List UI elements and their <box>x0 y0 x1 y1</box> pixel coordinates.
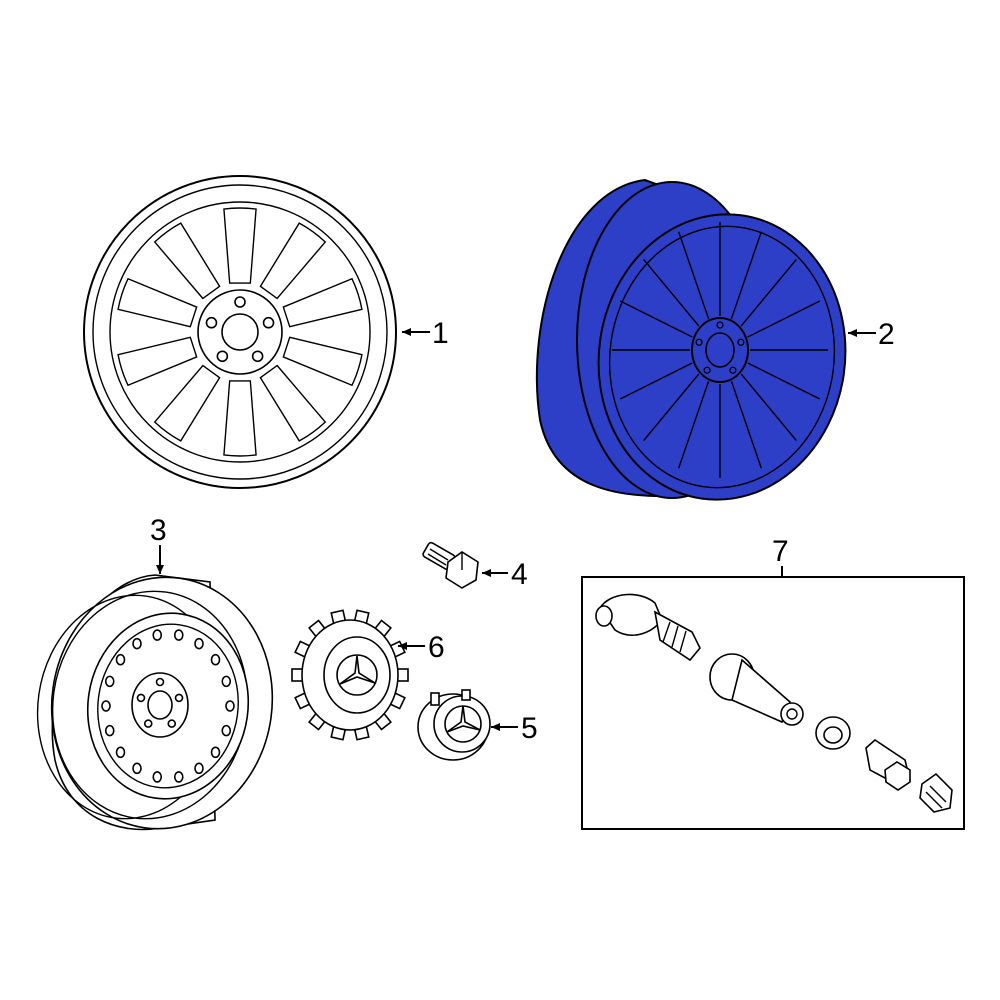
spoke-line <box>678 381 710 469</box>
callout-5-label: 5 <box>521 712 538 745</box>
vent-hole <box>194 762 204 775</box>
spoke-line <box>643 259 700 327</box>
vent-hole <box>194 637 204 650</box>
vent-hole <box>115 746 126 759</box>
lug-hole <box>737 338 745 346</box>
spoke-line <box>740 373 797 441</box>
wheel-alloy-highlighted[interactable] <box>536 178 864 516</box>
lug-hole <box>251 350 264 363</box>
spoke-line <box>747 300 821 338</box>
callout-4-label: 4 <box>511 558 528 591</box>
tpms-sensor-kit[interactable] <box>581 566 965 830</box>
wheel-lug-bolt[interactable] <box>422 541 479 589</box>
callout-6-label: 6 <box>428 631 445 664</box>
lug-hole <box>167 719 177 728</box>
vent-hole <box>225 700 235 712</box>
lug-hole <box>205 316 218 329</box>
spoke-window <box>117 336 198 387</box>
lug-hole <box>155 677 165 687</box>
spoke-window <box>153 364 221 442</box>
lug-hole <box>174 693 184 703</box>
spoke-window <box>259 364 327 442</box>
spoke-window <box>117 277 198 328</box>
lug-hole <box>234 296 246 308</box>
vent-hole <box>101 700 111 712</box>
vent-hole <box>152 629 163 641</box>
spoke-window <box>223 207 257 284</box>
vent-hole <box>210 746 221 759</box>
vent-hole <box>104 724 115 737</box>
vent-hole <box>152 771 163 783</box>
spare-wheel-with-tire[interactable] <box>23 563 288 843</box>
vent-hole <box>115 653 126 666</box>
lug-hole <box>703 366 711 374</box>
spoke-line <box>730 231 762 319</box>
spoke-line <box>619 362 693 400</box>
spoke-window <box>282 277 363 328</box>
lug-hole <box>136 693 146 703</box>
vent-hole <box>132 637 142 650</box>
lug-hole <box>143 719 153 728</box>
callout-7-label: 7 <box>772 535 789 568</box>
vent-hole <box>132 762 142 775</box>
lug-hole <box>262 316 275 329</box>
vent-hole <box>221 724 232 737</box>
vent-hole <box>221 675 232 688</box>
spoke-window <box>223 380 257 457</box>
callout-1-label: 1 <box>432 317 449 350</box>
vent-hole <box>104 675 115 688</box>
lug-hole <box>716 321 724 329</box>
callout-2-label: 2 <box>878 318 895 351</box>
lug-hole <box>216 350 229 363</box>
spoke-window <box>153 222 221 300</box>
lug-hole <box>729 366 737 374</box>
spoke-window <box>282 336 363 387</box>
wheel-alloy-front-view[interactable] <box>83 175 397 489</box>
spoke-line <box>678 231 710 319</box>
spoke-line <box>747 362 821 400</box>
vent-hole <box>210 653 221 666</box>
spoke-line <box>619 300 693 338</box>
spoke-line <box>643 373 700 441</box>
spoke-line <box>740 259 797 327</box>
spoke-window <box>259 222 327 300</box>
vent-hole <box>173 629 184 641</box>
lug-hole <box>695 338 703 346</box>
spoke-line <box>730 381 762 469</box>
center-cap[interactable] <box>417 689 491 761</box>
callout-3-label: 3 <box>150 514 167 547</box>
vent-hole <box>173 771 184 783</box>
center-cap-alt[interactable] <box>291 609 409 741</box>
